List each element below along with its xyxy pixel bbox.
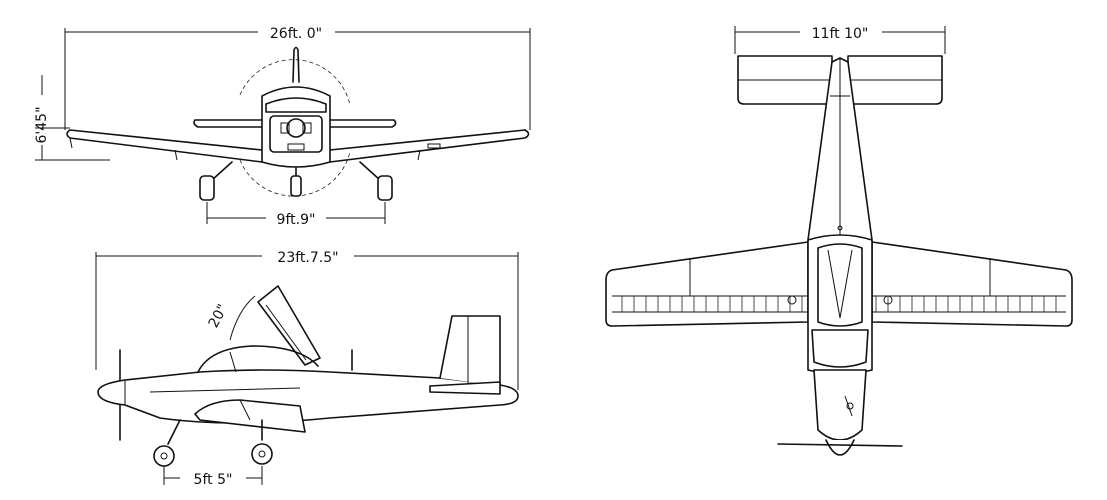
top-tail-span-label: 11ft 10" xyxy=(812,26,869,42)
front-height-label: 6'45" xyxy=(34,106,50,143)
front-track-label: 9ft.9" xyxy=(277,212,316,228)
wing-rib-lines xyxy=(621,296,1057,312)
top-view: 11ft 10" xyxy=(605,26,1073,456)
front-height-dimension: 6'45" xyxy=(34,75,110,161)
side-length-dimension: 23ft.7.5" xyxy=(95,250,519,390)
top-tail-span-dimension: 11ft 10" xyxy=(734,26,946,54)
side-canopy-angle-text: 20" xyxy=(206,302,232,331)
side-view: 23ft.7.5" 20" xyxy=(95,250,519,488)
front-span-label: 26ft. 0" xyxy=(270,26,322,42)
side-canopy-angle-dimension: 20" xyxy=(206,295,256,341)
side-wheelbase-label: 5ft 5" xyxy=(194,472,233,488)
side-length-label: 23ft.7.5" xyxy=(277,250,338,266)
front-view: 26ft. 0" 6'45" xyxy=(34,26,531,228)
side-wheelbase-dimension: 5ft 5" xyxy=(163,466,263,488)
front-track-dimension: 9ft.9" xyxy=(206,202,386,228)
front-span-dimension: 26ft. 0" xyxy=(64,26,531,130)
